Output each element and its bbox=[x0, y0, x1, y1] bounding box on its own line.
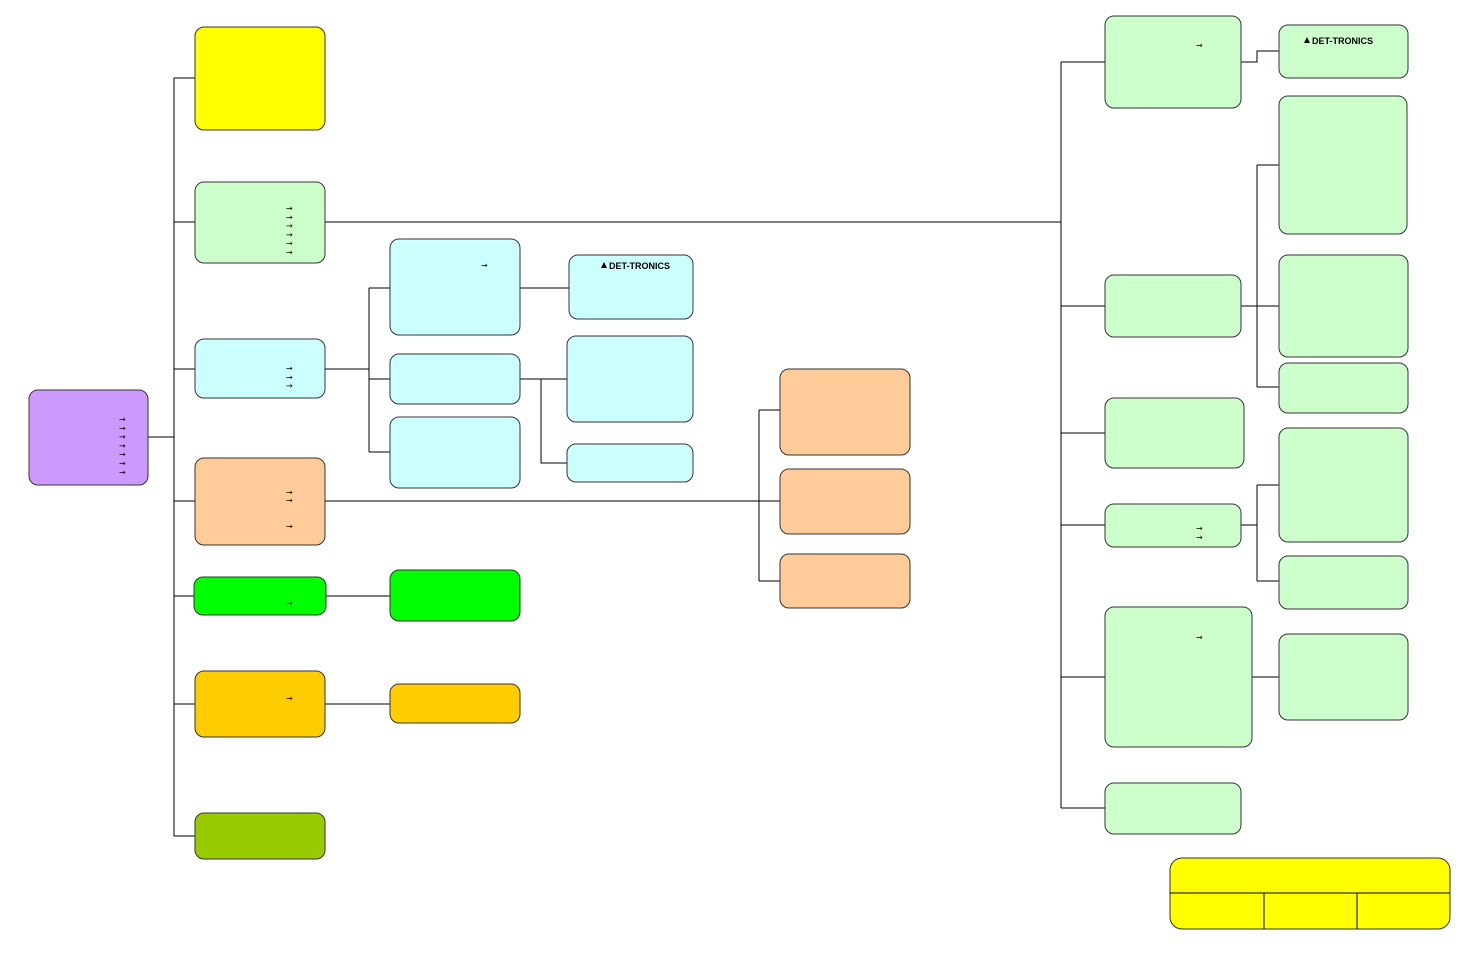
right-node-3 bbox=[1104, 397, 1245, 469]
connector-rg4-sub bbox=[1241, 484, 1279, 582]
right-node-2 bbox=[1104, 274, 1242, 338]
connector-rg1-logo bbox=[1241, 50, 1279, 63]
right-sub-node-3 bbox=[1278, 362, 1409, 414]
cyan1-arrows: → bbox=[481, 261, 488, 270]
right5-arrows: → bbox=[1196, 633, 1203, 642]
connector-cyan2-sub bbox=[520, 378, 567, 464]
logo-2: DET-TRONICS bbox=[1304, 36, 1373, 46]
connectors bbox=[148, 50, 1279, 837]
connector-main3-sub bbox=[325, 287, 390, 453]
main-node-3 bbox=[194, 338, 326, 399]
warning-triangle-icon bbox=[1304, 37, 1310, 43]
arrow-icon: → bbox=[286, 239, 293, 248]
arrow-icon: → bbox=[1196, 633, 1203, 642]
root-arrows: →→→→→→→ bbox=[119, 415, 126, 477]
gold-child bbox=[389, 683, 521, 724]
arrow-icon: → bbox=[119, 415, 126, 424]
arrow-icon: → bbox=[119, 459, 126, 468]
arrow-icon: → bbox=[286, 373, 293, 382]
main6-arrows: → bbox=[286, 694, 293, 703]
right4-arrows: →→ bbox=[1196, 524, 1203, 542]
right-sub-node-4 bbox=[1278, 427, 1409, 543]
arrow-icon: → bbox=[286, 488, 293, 497]
arrow-icon: → bbox=[286, 248, 293, 257]
warning-triangle-icon bbox=[601, 262, 607, 268]
main4-arrows: →→→ bbox=[286, 488, 293, 531]
arrow-icon: → bbox=[1196, 524, 1203, 533]
connector-rg2-sub bbox=[1241, 164, 1279, 388]
connector-right-trunk bbox=[1060, 61, 1105, 809]
arrow-icon: → bbox=[119, 424, 126, 433]
main2-arrows: →→→→→→ bbox=[286, 204, 293, 257]
cyan-node-4 bbox=[566, 335, 694, 423]
arrow-icon: → bbox=[286, 222, 293, 231]
cyan-node-3 bbox=[389, 416, 521, 489]
main3-arrows: →→→ bbox=[286, 364, 293, 391]
right-logo-node bbox=[1278, 24, 1409, 79]
main-node-5 bbox=[193, 576, 327, 616]
right1-arrows: → bbox=[1196, 41, 1203, 50]
connector-root-trunk bbox=[148, 78, 175, 836]
arrow-icon: → bbox=[119, 450, 126, 459]
main-node-7 bbox=[194, 812, 326, 860]
right-node-6 bbox=[1104, 782, 1242, 835]
arrow-icon: → bbox=[481, 261, 488, 270]
logo-1: DET-TRONICS bbox=[601, 261, 670, 271]
logo-2-text: DET-TRONICS bbox=[1312, 36, 1373, 46]
arrow-icon: → bbox=[286, 204, 293, 213]
cyan-node-2 bbox=[389, 353, 521, 405]
arrow-icon: → bbox=[1196, 533, 1203, 542]
cyan-node-5 bbox=[566, 443, 694, 483]
right-sub-node-5 bbox=[1278, 555, 1409, 610]
arrow-icon: → bbox=[119, 468, 126, 477]
arrow-icon: → bbox=[286, 599, 293, 608]
right-node-1 bbox=[1104, 15, 1242, 109]
main5-arrows: → bbox=[286, 599, 293, 608]
arrow-icon: → bbox=[1196, 41, 1203, 50]
peach-node-3 bbox=[779, 553, 911, 609]
main-node-6 bbox=[194, 670, 326, 738]
connector-main4-peach bbox=[325, 409, 780, 582]
root-node bbox=[28, 389, 149, 486]
right-sub-node-1 bbox=[1278, 95, 1408, 235]
arrow-icon: → bbox=[286, 230, 293, 239]
right-sub-node-2 bbox=[1278, 254, 1409, 358]
arrow-icon: → bbox=[119, 441, 126, 450]
bright-green-child bbox=[389, 569, 521, 622]
legend-box bbox=[1169, 857, 1451, 930]
main-node-4 bbox=[194, 457, 326, 546]
logo-1-text: DET-TRONICS bbox=[609, 261, 670, 271]
right-sub-node-6 bbox=[1278, 633, 1409, 721]
connector-main-branches bbox=[174, 77, 195, 837]
arrow-icon: → bbox=[286, 522, 293, 531]
cyan-logo-node bbox=[568, 254, 694, 320]
arrow-icon: → bbox=[286, 382, 293, 391]
main-node-1 bbox=[194, 26, 326, 131]
arrow-icon: → bbox=[286, 694, 293, 703]
cyan-node-1 bbox=[389, 238, 521, 336]
right-node-4 bbox=[1104, 503, 1242, 548]
arrow-icon: → bbox=[286, 364, 293, 373]
arrow-icon: → bbox=[119, 433, 126, 442]
arrow-icon: → bbox=[286, 496, 293, 505]
right-node-5 bbox=[1104, 606, 1253, 748]
arrow-icon: → bbox=[286, 213, 293, 222]
peach-node-1 bbox=[779, 368, 911, 456]
peach-node-2 bbox=[779, 468, 911, 535]
main-node-2 bbox=[194, 181, 326, 264]
